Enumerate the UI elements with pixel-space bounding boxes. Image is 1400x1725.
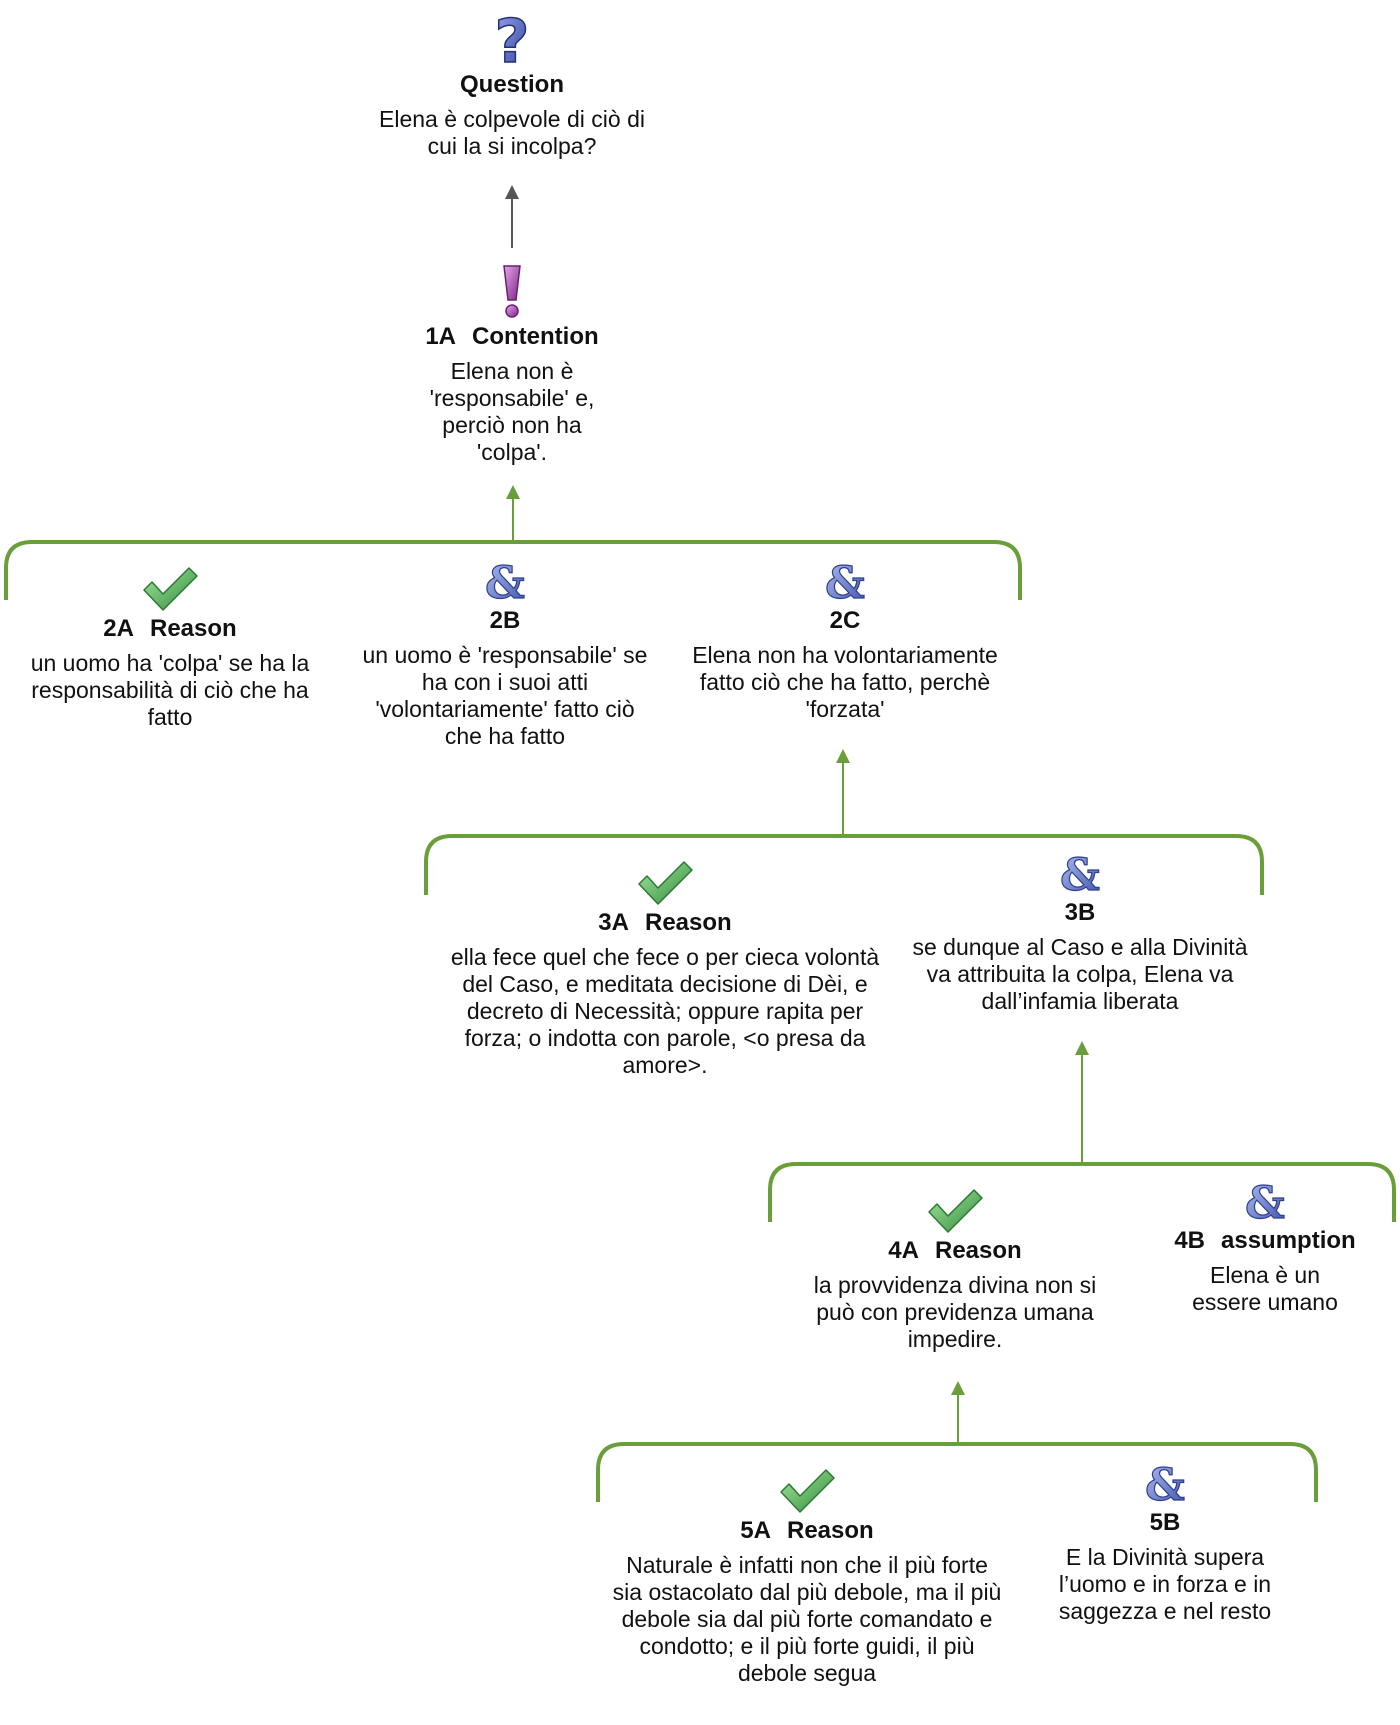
node-text: ella fece quel che fece o per cieca volo…	[450, 944, 880, 1078]
reason-5A-node: 5A Reason Naturale è infatti non che il p…	[612, 1468, 1002, 1687]
checkmark-icon	[143, 567, 198, 611]
node-text: E la Divinità supera l’uomo e in forza e…	[1058, 1544, 1272, 1624]
node-id: 5B	[1149, 1509, 1181, 1536]
checkmark-icon	[780, 1469, 835, 1513]
assumption-4B-node: & 4B assumption Elena è un essere umano	[1160, 1180, 1370, 1316]
node-id: 3B	[1064, 899, 1096, 926]
ampersand-icon: &	[825, 560, 866, 604]
node-id: 2A	[103, 615, 134, 642]
node-label: Reason	[786, 1517, 874, 1544]
node-text: un uomo ha 'colpa' se ha la responsabili…	[30, 650, 310, 730]
reason-3A-node: 3A Reason ella fece quel che fece o per c…	[440, 860, 890, 1079]
question-title: Question	[459, 71, 564, 98]
node-text: se dunque al Caso e alla Divinità va att…	[912, 934, 1248, 1014]
svg-text:&: &	[825, 560, 865, 604]
question-mark-icon: ?	[494, 12, 530, 68]
question-node: ? Question Elena è colpevole di ciò di c…	[362, 12, 662, 160]
svg-text:&: &	[1245, 1180, 1285, 1224]
question-text: Elena è colpevole di ciò di cui la si in…	[379, 106, 645, 159]
checkmark-icon	[638, 861, 693, 905]
node-text: Elena è un essere umano	[1192, 1262, 1338, 1315]
node-id: 3A	[598, 909, 629, 936]
node-id: 2C	[829, 607, 861, 634]
node-label: assumption	[1221, 1227, 1356, 1254]
svg-text:&: &	[1060, 852, 1100, 896]
node-label: Reason	[149, 615, 237, 642]
node-label: Contention	[472, 323, 599, 350]
ampersand-icon: &	[485, 560, 526, 604]
svg-text:?: ?	[495, 12, 530, 68]
coprem-2B-node: & 2B un uomo è 'responsabile' se ha con …	[360, 560, 650, 750]
node-text: Elena non ha volontariamente fatto ciò c…	[692, 642, 998, 722]
node-id: 1A	[425, 323, 457, 350]
reason-4A-node: 4A Reason la provvidenza divina non si pu…	[800, 1188, 1110, 1353]
coprem-3B-node: & 3B se dunque al Caso e alla Divinità v…	[910, 852, 1250, 1015]
node-id: 4B	[1174, 1227, 1205, 1254]
node-id: 2B	[489, 607, 521, 634]
svg-text:&: &	[485, 560, 525, 604]
node-label: Reason	[934, 1237, 1022, 1264]
node-text: un uomo è 'responsabile' se ha con i suo…	[362, 642, 648, 749]
node-text: la provvidenza divina non si può con pre…	[813, 1272, 1097, 1352]
coprem-5B-node: & 5B E la Divinità supera l’uomo e in fo…	[1050, 1462, 1280, 1625]
reason-2A-node: 2A Reason un uomo ha 'colpa' se ha la res…	[20, 566, 320, 731]
node-label: Reason	[644, 909, 732, 936]
node-id: 5A	[740, 1517, 771, 1544]
node-text: Naturale è infatti non che il più forte …	[612, 1552, 1002, 1686]
contention-1A-node: 1A Contention Elena non è 'responsabile' …	[387, 262, 637, 466]
ampersand-icon: &	[1145, 1462, 1186, 1506]
ampersand-icon: &	[1060, 852, 1101, 896]
node-text: Elena non è 'responsabile' e, perciò non…	[429, 358, 595, 465]
node-id: 4A	[888, 1237, 919, 1264]
svg-text:&: &	[1145, 1462, 1185, 1506]
checkmark-icon	[928, 1189, 983, 1233]
exclamation-icon	[503, 265, 521, 318]
ampersand-icon: &	[1245, 1180, 1286, 1224]
coprem-2C-node: & 2C Elena non ha volontariamente fatto …	[680, 560, 1010, 723]
